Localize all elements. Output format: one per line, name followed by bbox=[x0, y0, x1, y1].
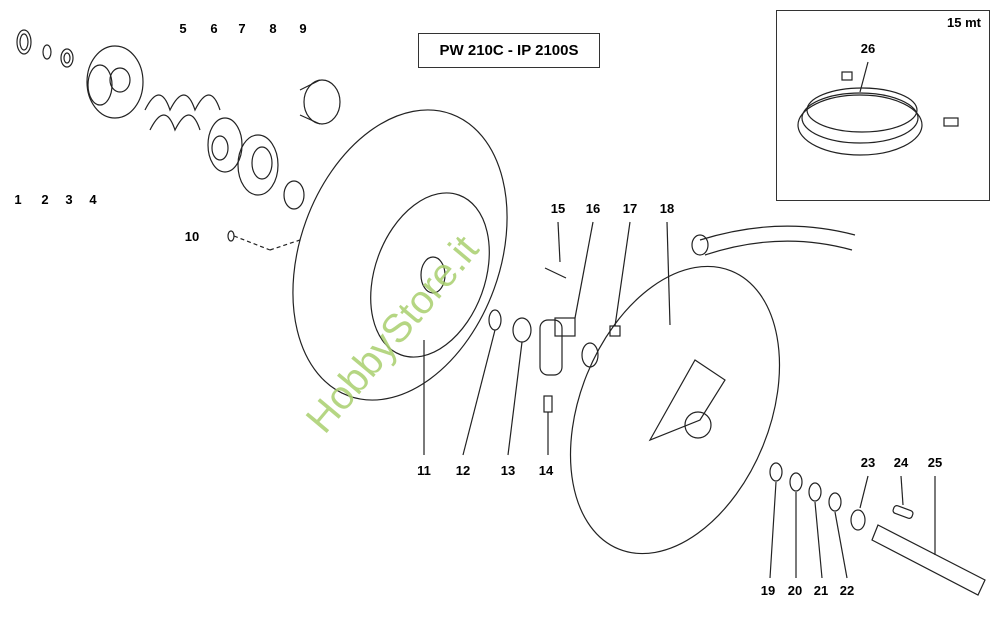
part-11-reel bbox=[292, 109, 508, 455]
part-18-drum bbox=[569, 221, 856, 555]
part-label: 12 bbox=[455, 463, 471, 478]
part-9-nut bbox=[299, 79, 341, 125]
part-label: 7 bbox=[238, 21, 246, 36]
part-label: 14 bbox=[538, 463, 554, 478]
part-label: 9 bbox=[299, 21, 307, 36]
part-23-washer bbox=[850, 475, 869, 531]
model-title-text: PW 210C - IP 2100S bbox=[439, 42, 579, 59]
part-label: 24 bbox=[893, 455, 909, 470]
part-10-screw bbox=[227, 230, 301, 251]
part-25-shaft bbox=[871, 476, 986, 596]
part-22-washer bbox=[828, 492, 848, 579]
part-20-oring bbox=[789, 472, 803, 578]
part-label-26: 26 bbox=[860, 41, 876, 56]
part-label: 19 bbox=[760, 583, 776, 598]
part-7-bearing bbox=[237, 134, 279, 196]
part-26-hose bbox=[797, 61, 959, 156]
part-label: 8 bbox=[269, 21, 277, 36]
part-label: 5 bbox=[179, 21, 187, 36]
part-label: 13 bbox=[500, 463, 516, 478]
hose-length: 15 mt bbox=[947, 15, 981, 30]
part-15-screw bbox=[544, 221, 567, 279]
part-label: 25 bbox=[927, 455, 943, 470]
part-5-spring bbox=[144, 94, 221, 132]
part-8-ring bbox=[283, 180, 305, 210]
part-label: 3 bbox=[65, 192, 73, 207]
part-17-screw bbox=[609, 221, 631, 337]
part-label: 16 bbox=[585, 201, 601, 216]
part-label: 17 bbox=[622, 201, 638, 216]
part-13-clip bbox=[507, 317, 532, 456]
hose-inset: 15 mt bbox=[776, 10, 990, 201]
part-label: 15 bbox=[550, 201, 566, 216]
part-12-seal bbox=[462, 309, 502, 456]
part-label: 2 bbox=[41, 192, 49, 207]
part-2-washer bbox=[42, 44, 52, 60]
part-1-cap bbox=[16, 29, 32, 55]
part-19-washer bbox=[769, 462, 783, 579]
part-label: 6 bbox=[210, 21, 218, 36]
part-label: 20 bbox=[787, 583, 803, 598]
part-6-bushing bbox=[207, 117, 243, 173]
model-title: PW 210C - IP 2100S bbox=[418, 33, 600, 68]
part-3-washer bbox=[60, 48, 74, 68]
part-label: 10 bbox=[184, 229, 200, 244]
part-4-hub bbox=[86, 45, 144, 119]
part-label: 4 bbox=[89, 192, 97, 207]
part-14-bolt bbox=[543, 395, 553, 455]
part-label: 21 bbox=[813, 583, 829, 598]
part-16-swivel bbox=[539, 221, 599, 376]
part-24-key bbox=[892, 475, 914, 519]
part-label: 1 bbox=[14, 192, 22, 207]
part-label: 11 bbox=[417, 463, 431, 478]
part-label: 18 bbox=[659, 201, 675, 216]
part-label: 22 bbox=[839, 583, 855, 598]
part-21-oring bbox=[808, 482, 823, 579]
part-label: 23 bbox=[860, 455, 876, 470]
